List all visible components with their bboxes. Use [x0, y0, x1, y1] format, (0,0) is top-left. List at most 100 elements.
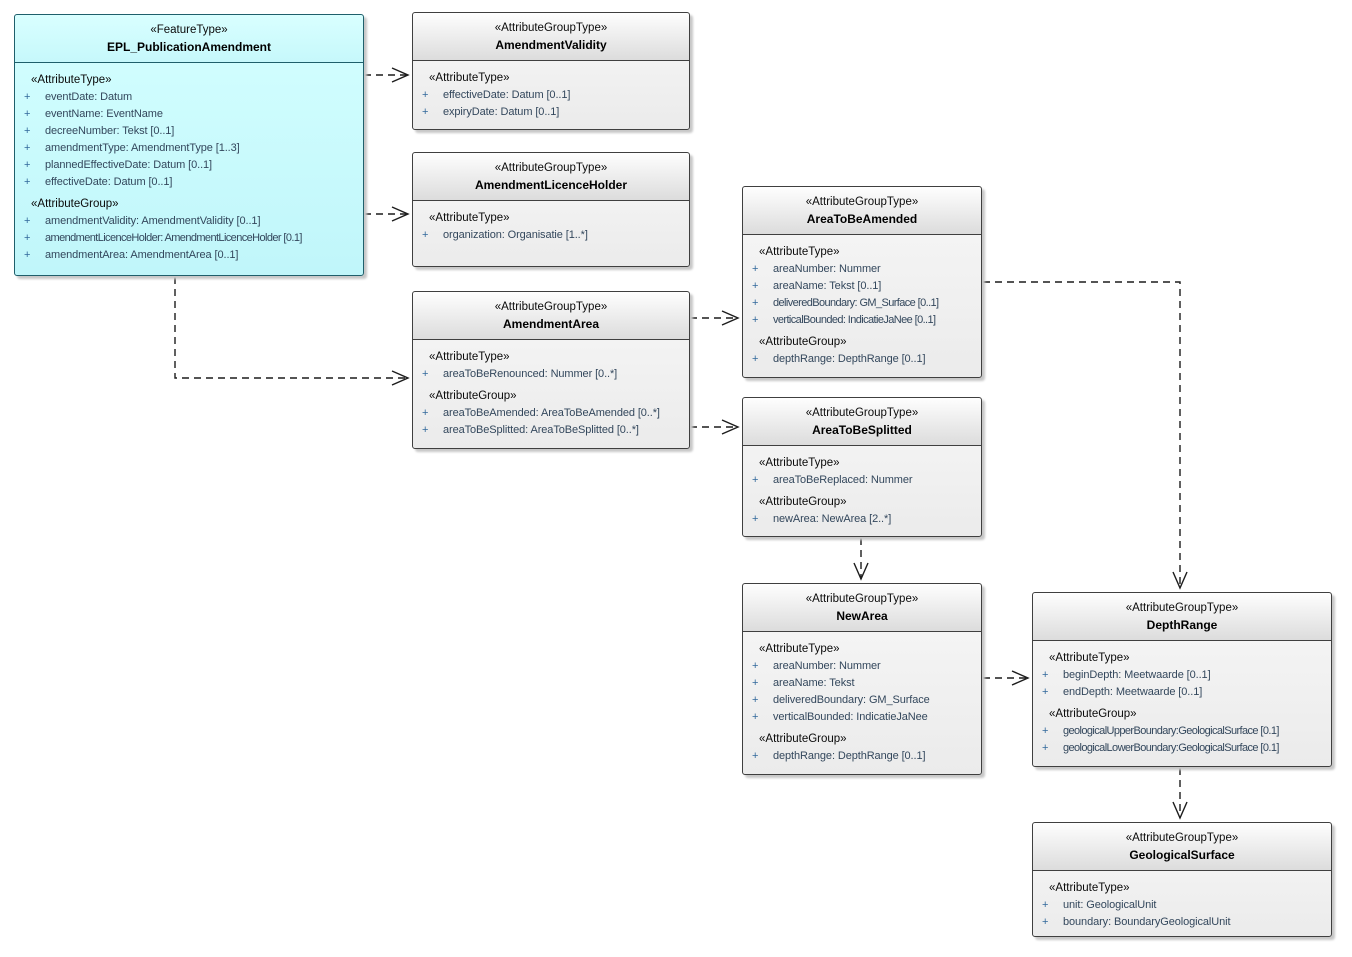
visibility-plus: + [752, 353, 759, 365]
class-header: «AttributeGroupType» DepthRange [1033, 593, 1331, 641]
dependency-arrow-areatobeamended-to-depthrange [983, 281, 1188, 590]
class-geologicalsurface[interactable]: «AttributeGroupType» GeologicalSurface «… [1032, 822, 1332, 937]
attribute-text: expiryDate: Datum [0..1] [443, 106, 560, 118]
attribute-text: organization: Organisatie [1..*] [443, 229, 588, 241]
attribute-row: + amendmentValidity: AmendmentValidity [0… [15, 213, 359, 230]
stereotype-label: «FeatureType» [150, 24, 228, 36]
section-label: «AttributeType» [759, 246, 840, 258]
class-areatobeamended[interactable]: «AttributeGroupType» AreaToBeAmended «At… [742, 186, 982, 378]
class-name: AmendmentValidity [495, 38, 607, 52]
section-label: «AttributeType» [31, 74, 112, 86]
attribute-text: geologicalLowerBoundary:GeologicalSurfac… [1063, 742, 1279, 754]
visibility-plus: + [422, 368, 429, 380]
attribute-row: +amendmentLicenceHolder: AmendmentLicenc… [15, 230, 359, 247]
attribute-text: areaToBeAmended: AreaToBeAmended [0..*] [443, 407, 660, 419]
attribute-row: +areaToBeSplitted: AreaToBeSplitted [0..… [413, 422, 685, 439]
attribute-text: areaToBeRenounced: Nummer [0..*] [443, 368, 618, 380]
visibility-plus: + [24, 91, 31, 103]
attribute-row: + areaToBeAmended: AreaToBeAmended [0..*] [413, 405, 685, 422]
section-label: «AttributeType» [429, 212, 510, 224]
attribute-text: depthRange: DepthRange [0..1] [773, 353, 926, 365]
class-name: GeologicalSurface [1129, 848, 1235, 862]
class-header: «AttributeGroupType» NewArea [743, 584, 981, 632]
class-header: «AttributeGroupType» AmendmentLicenceHol… [413, 153, 689, 201]
attribute-row: +areaName: Tekst [0..1] [743, 278, 977, 295]
attribute-text: eventName: EventName [45, 108, 163, 120]
attribute-row: + verticalBounded: IndicatieJaNee [0..1] [743, 312, 977, 329]
class-attribute-compartment: «AttributeType» +effectiveDate: Datum [0… [413, 61, 689, 123]
class-amendmentvalidity[interactable]: «AttributeGroupType» AmendmentValidity «… [412, 12, 690, 130]
attribute-text: geologicalUpperBoundary:GeologicalSurfac… [1063, 725, 1279, 737]
class-name: AmendmentArea [502, 317, 600, 331]
visibility-plus: + [24, 232, 30, 244]
stereotype-label: «AttributeGroupType» [805, 593, 919, 605]
attribute-text: deliveredBoundary: GM_Surface [0..1] [773, 297, 939, 309]
class-header: «AttributeGroupType» AreaToBeSplitted [743, 398, 981, 446]
attribute-row: +areaName: Tekst [743, 675, 977, 692]
class-amendmentarea[interactable]: «AttributeGroupType» AmendmentArea «Attr… [412, 291, 690, 449]
attribute-text: areaName: Tekst [0..1] [773, 280, 882, 292]
attribute-text: verticalBounded: IndicatieJaNee [0..1] [773, 314, 936, 326]
visibility-plus: + [1042, 899, 1049, 911]
visibility-plus: + [24, 215, 31, 227]
attribute-text: areaNumber: Nummer [773, 263, 881, 275]
attribute-text: amendmentValidity: AmendmentValidity [0.… [45, 215, 261, 227]
visibility-plus: + [1042, 742, 1048, 754]
attribute-row: + depthRange: DepthRange [0..1] [743, 351, 977, 368]
attribute-row: +geologicalUpperBoundary:GeologicalSurfa… [1033, 723, 1327, 740]
stereotype-label: «AttributeGroupType» [1125, 602, 1239, 614]
class-name: DepthRange [1146, 618, 1218, 632]
visibility-plus: + [752, 263, 759, 275]
attribute-row: +amendmentArea: AmendmentArea [0..1] [15, 247, 359, 264]
attribute-row: + eventName: EventName [15, 106, 359, 123]
visibility-plus: + [752, 474, 759, 486]
attribute-text: effectiveDate: Datum [0..1] [443, 89, 571, 101]
attribute-text: areaToBeReplaced: Nummer [773, 474, 913, 486]
attribute-text: amendmentType: AmendmentType [1..3] [45, 142, 240, 154]
class-name: AreaToBeAmended [806, 212, 918, 226]
visibility-plus: + [1042, 669, 1049, 681]
attribute-text: boundary: BoundaryGeologicalUnit [1063, 916, 1231, 928]
attribute-row: + eventDate: Datum [15, 89, 359, 106]
class-areatobesplitted[interactable]: «AttributeGroupType» AreaToBeSplitted «A… [742, 397, 982, 537]
stereotype-label: «AttributeGroupType» [805, 407, 919, 419]
attribute-text: unit: GeologicalUnit [1063, 899, 1157, 911]
class-attribute-compartment: «AttributeType» +areaToBeRenounced: Numm… [413, 340, 689, 441]
section-label: «AttributeType» [759, 457, 840, 469]
attribute-row: + geologicalLowerBoundary:GeologicalSurfa… [1033, 740, 1327, 757]
class-attribute-compartment: «AttributeType» +organization: Organisat… [413, 201, 689, 246]
section-label: «AttributeGroup» [759, 336, 847, 348]
visibility-plus: + [422, 106, 429, 118]
attribute-text: areaToBeSplitted: AreaToBeSplitted [0..*… [443, 424, 639, 436]
class-newarea[interactable]: «AttributeGroupType» NewArea «AttributeT… [742, 583, 982, 775]
attribute-row: +newArea: NewArea [2..*] [743, 511, 977, 528]
attribute-row: + boundary: BoundaryGeologicalUnit [1033, 914, 1327, 931]
visibility-plus: + [24, 249, 31, 261]
visibility-plus: + [24, 108, 31, 120]
attribute-row: +depthRange: DepthRange [0..1] [743, 748, 977, 765]
attribute-row: +effectiveDate: Datum [0..1] [413, 87, 685, 104]
class-epl-publicationamendment[interactable]: «FeatureType» EPL_PublicationAmendment «… [14, 14, 364, 276]
attribute-text: areaName: Tekst [773, 677, 855, 689]
attribute-row: +amendmentType: AmendmentType [1..3] [15, 140, 359, 157]
section-label: «AttributeType» [1049, 882, 1130, 894]
visibility-plus: + [752, 314, 758, 326]
class-amendmentlicenceholder[interactable]: «AttributeGroupType» AmendmentLicenceHol… [412, 152, 690, 267]
section-label: «AttributeGroup» [31, 198, 119, 210]
attribute-text: beginDepth: Meetwaarde [0..1] [1063, 669, 1211, 681]
attribute-row: +areaNumber: Nummer [743, 658, 977, 675]
attribute-text: eventDate: Datum [45, 91, 133, 103]
class-depthrange[interactable]: «AttributeGroupType» DepthRange «Attribu… [1032, 592, 1332, 767]
attribute-row: +effectiveDate: Datum [0..1] [15, 174, 359, 191]
attribute-row: +plannedEffectiveDate: Datum [0..1] [15, 157, 359, 174]
class-header: «AttributeGroupType» AmendmentValidity [413, 13, 689, 61]
stereotype-label: «AttributeGroupType» [494, 22, 608, 34]
class-header: «AttributeGroupType» AmendmentArea [413, 292, 689, 340]
visibility-plus: + [1042, 916, 1049, 928]
attribute-row: + areaToBeReplaced: Nummer [743, 472, 977, 489]
visibility-plus: + [24, 125, 31, 137]
class-name: AreaToBeSplitted [812, 423, 912, 437]
visibility-plus: + [422, 407, 429, 419]
attribute-row: +organization: Organisatie [1..*] [413, 227, 685, 244]
attribute-text: depthRange: DepthRange [0..1] [773, 750, 926, 762]
